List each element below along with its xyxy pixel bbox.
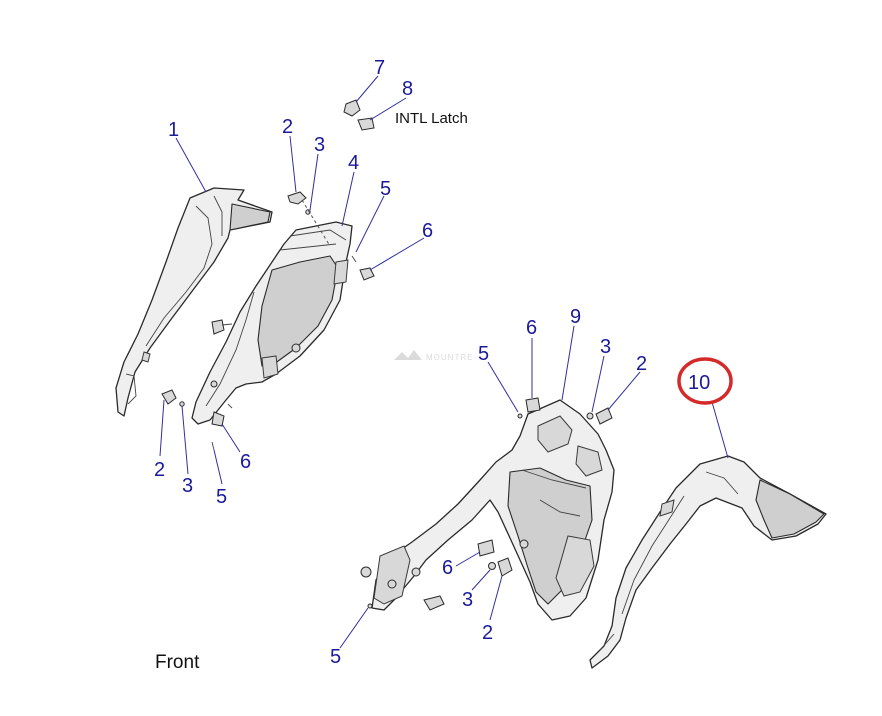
leader-lines <box>159 75 729 649</box>
callout-2-lower-left: 2 <box>154 459 165 481</box>
watermark: MOUNTRE <box>394 350 473 362</box>
callout-numbers: 1 2 3 4 5 6 7 8 2 3 5 6 5 6 9 3 2 10 6 3… <box>154 57 710 668</box>
highlight-circle <box>677 357 733 405</box>
callout-5-lower-left: 5 <box>216 486 227 508</box>
callout-1: 1 <box>168 119 179 141</box>
callout-7: 7 <box>374 57 385 79</box>
front-label: Front <box>155 652 200 673</box>
callout-3-fascia-top: 3 <box>600 336 611 358</box>
part-9-front-fascia <box>360 399 615 621</box>
callout-6-lower-left: 6 <box>240 451 251 473</box>
watermark-text: MOUNTRE <box>426 353 473 362</box>
callout-6-fascia-top: 6 <box>526 317 537 339</box>
callout-5-fascia-bottom: 5 <box>330 646 341 668</box>
callout-4: 4 <box>348 152 359 174</box>
part-10-right-panel <box>589 455 827 669</box>
callout-6: 6 <box>422 220 433 242</box>
callout-3-fascia-bottom: 3 <box>462 589 473 611</box>
callout-2: 2 <box>282 116 293 138</box>
callout-5-fascia-top: 5 <box>478 343 489 365</box>
callout-3-lower-left: 3 <box>182 475 193 497</box>
part-4-inner-panel <box>191 221 353 425</box>
intl-latch-label: INTL Latch <box>395 110 468 127</box>
part-1-side-panel <box>115 187 273 417</box>
callout-10: 10 <box>688 372 710 394</box>
callout-6-fascia-bottom: 6 <box>442 557 453 579</box>
callout-3: 3 <box>314 134 325 156</box>
callout-5: 5 <box>380 178 391 200</box>
callout-8: 8 <box>402 78 413 100</box>
callout-2-fascia-bottom: 2 <box>482 622 493 644</box>
hardware-group-right <box>367 397 613 611</box>
callout-9: 9 <box>570 306 581 328</box>
hardware-group-left <box>161 99 375 451</box>
callout-2-fascia-top: 2 <box>636 353 647 375</box>
